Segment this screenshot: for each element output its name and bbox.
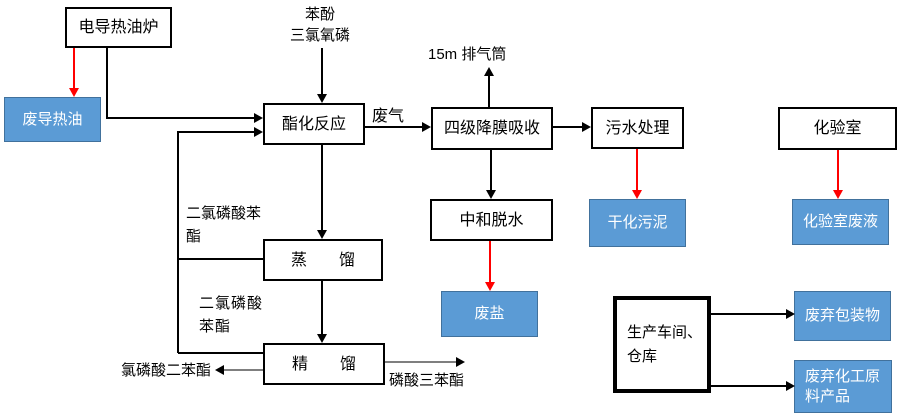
line-recycle-trunk-v xyxy=(177,131,179,353)
line-distillation-to-rectification xyxy=(321,281,323,335)
waste-node-waste-heat-oil: 废导热油 xyxy=(4,97,101,142)
line-esterification-to-distillation xyxy=(321,145,323,231)
line-furnace-to-esterification-h xyxy=(106,117,254,119)
waste-node-waste-packaging: 废弃包装物 xyxy=(794,291,891,341)
node-laboratory: 化验室 xyxy=(778,107,897,150)
waste-node-waste-salt: 废盐 xyxy=(441,291,538,337)
arrowhead-raw-materials-to-esterification xyxy=(317,94,327,103)
line-wastegas-to-absorption xyxy=(365,126,422,128)
arrowhead-recycle-to-esterification xyxy=(254,127,263,137)
red-arrowhead-furnace-to-waste-oil xyxy=(69,88,79,97)
arrowhead-distillation-to-rectification xyxy=(317,334,327,343)
arrowhead-absorption-to-sewage xyxy=(582,122,591,132)
arrowhead-absorption-to-stack xyxy=(484,67,494,76)
label-waste-gas: 废气 xyxy=(372,108,405,125)
arrowhead-wastegas-to-absorption xyxy=(422,122,431,132)
arrowhead-esterification-to-distillation xyxy=(317,230,327,239)
node-four-stage-falling-film-absorption: 四级降膜吸收 xyxy=(431,107,553,150)
red-arrowhead-sewage-to-sludge xyxy=(632,190,642,199)
line-workshop-to-chemicals xyxy=(711,385,786,387)
line-absorption-to-neutralization xyxy=(490,150,492,191)
label-phosphorus-oxychloride: 三氯氧磷 xyxy=(289,27,350,44)
arrowhead-furnace-to-esterification xyxy=(254,113,263,123)
arrowhead-rectification-to-triphenyl xyxy=(456,357,465,367)
arrowhead-workshop-to-chemicals xyxy=(786,381,795,391)
line-workshop-to-packaging xyxy=(711,313,786,315)
label-dichloro-phenyl-phosphate-lower: 二氯磷酸苯酯 xyxy=(199,295,264,335)
node-neutralization-dewatering: 中和脱水 xyxy=(430,199,553,241)
waste-node-lab-waste-liquid: 化验室废液 xyxy=(792,199,889,245)
line-raw-materials-to-esterification xyxy=(321,48,323,95)
label-triphenyl-phosphate: 磷酸三苯酯 xyxy=(389,372,465,389)
arrowhead-workshop-to-packaging xyxy=(786,309,795,319)
node-esterification-reaction: 酯化反应 xyxy=(263,103,365,145)
node-distillation: 蒸 馏 xyxy=(263,239,383,281)
label-phenol: 苯酚 xyxy=(304,6,335,23)
line-rectification-to-recycle-h xyxy=(178,352,264,354)
arrowhead-rectification-to-diphenyl xyxy=(215,365,224,375)
red-line-furnace-to-waste-oil xyxy=(73,48,75,89)
line-rectification-to-triphenyl xyxy=(385,361,456,363)
line-furnace-to-esterification-v xyxy=(106,48,108,119)
node-sewage-treatment: 污水处理 xyxy=(591,107,684,149)
red-arrowhead-neutralization-to-salt xyxy=(485,282,495,291)
label-chlorophosphate-diphenyl-ester: 氯磷酸二苯酯 xyxy=(121,362,212,379)
label-dichloro-phenyl-phosphate-upper: 二氯磷酸苯酯 xyxy=(186,205,262,245)
red-line-sewage-to-sludge xyxy=(636,149,638,191)
line-absorption-to-stack xyxy=(488,76,490,107)
line-rectification-to-diphenyl xyxy=(224,369,263,371)
waste-node-waste-chemical-raw-products: 废弃化工原料产品 xyxy=(794,360,892,413)
label-exhaust-stack: 15m 排气筒 xyxy=(428,46,507,63)
waste-node-dried-sludge: 干化污泥 xyxy=(589,199,686,247)
node-workshop-warehouse: 生产车间、仓库 xyxy=(613,296,711,393)
red-line-lab-to-waste-liquid xyxy=(837,150,839,191)
line-absorption-to-sewage xyxy=(553,126,582,128)
red-arrowhead-lab-to-waste-liquid xyxy=(833,190,843,199)
red-line-neutralization-to-salt xyxy=(489,241,491,283)
line-distillation-to-recycle-h xyxy=(178,258,264,260)
line-recycle-to-esterification-h xyxy=(177,131,254,133)
node-rectification: 精 馏 xyxy=(263,343,385,385)
node-electric-heat-oil-furnace: 电导热油炉 xyxy=(65,7,172,48)
arrowhead-absorption-to-neutralization xyxy=(486,190,496,199)
